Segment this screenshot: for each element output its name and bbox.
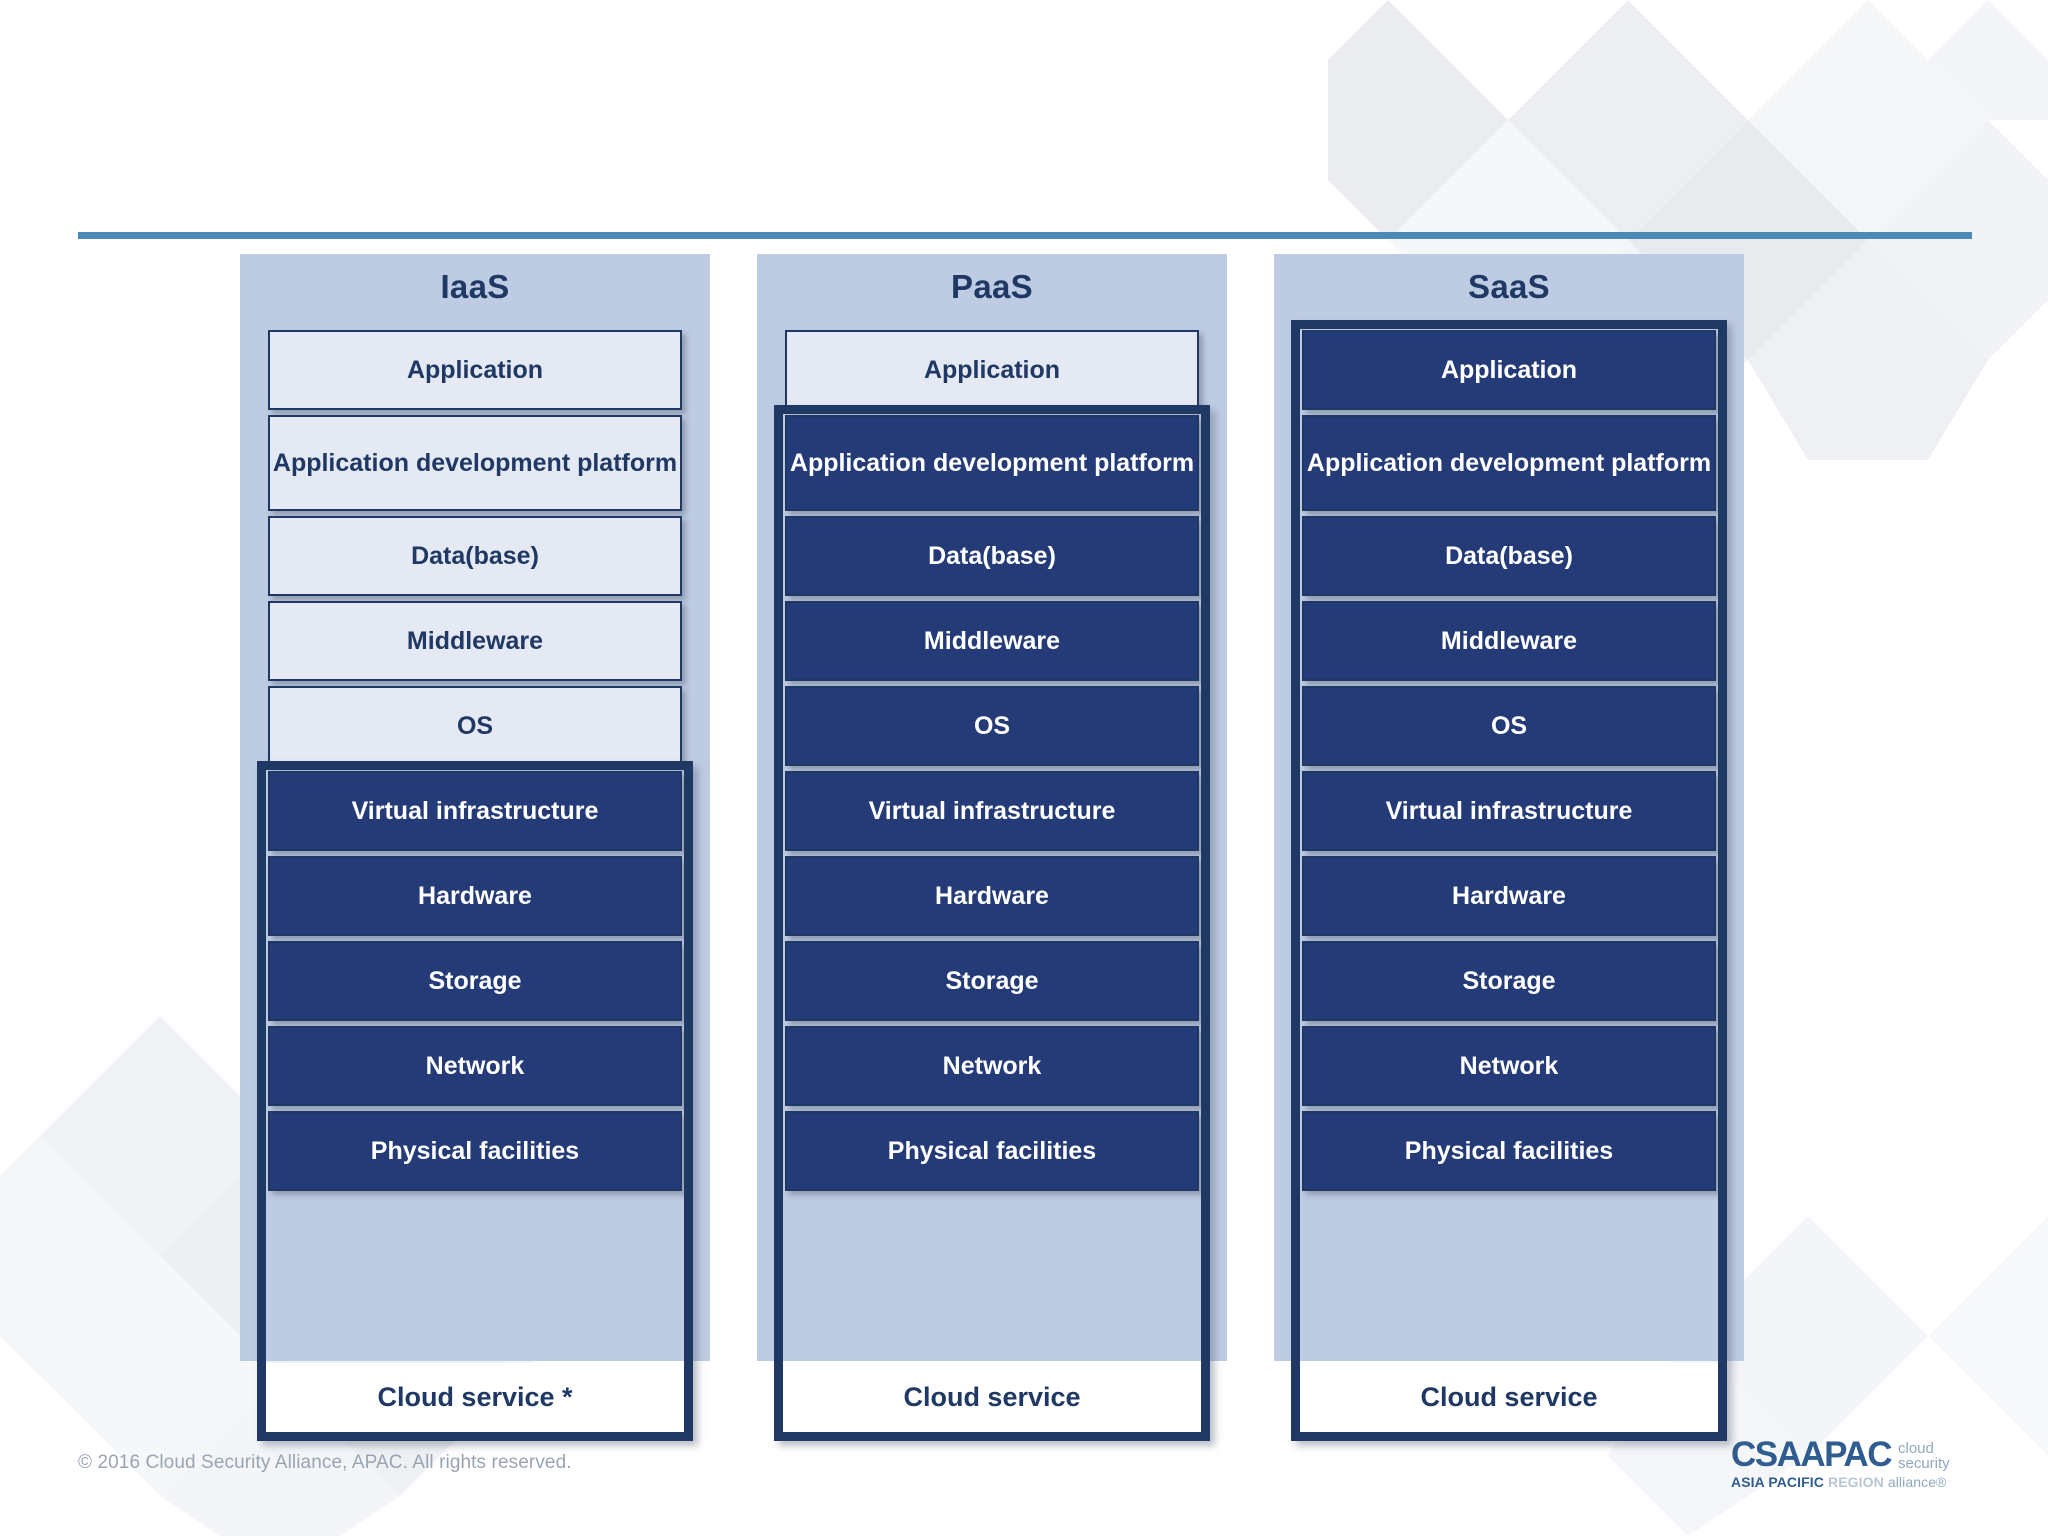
cloud-service-band: Cloud service bbox=[1300, 1363, 1718, 1432]
logo-csa-apac-text: CSAAPAC bbox=[1731, 1435, 1892, 1474]
layer-label: OS bbox=[1490, 711, 1528, 740]
layer-label: Hardware bbox=[935, 881, 1049, 910]
logo-region-line: ASIA PACIFIC REGION alliance® bbox=[1731, 1474, 1976, 1490]
layer-box-os: OS bbox=[1302, 686, 1716, 766]
layer-box-virtual-infrastructure: Virtual infrastructure bbox=[1302, 771, 1716, 851]
layer-label: Middleware bbox=[406, 626, 544, 655]
layer-label: Data(base) bbox=[928, 541, 1056, 570]
cloud-service-band: Cloud service * bbox=[266, 1363, 684, 1432]
cloud-service-label: Cloud service bbox=[903, 1382, 1081, 1412]
layer-box-network: Network bbox=[1302, 1026, 1716, 1106]
layer-label: Application development platform bbox=[272, 448, 678, 477]
layer-label: Application development platform bbox=[1306, 448, 1712, 477]
layer-box-storage: Storage bbox=[268, 941, 682, 1021]
layer-box-hardware: Hardware bbox=[268, 856, 682, 936]
layer-label: Hardware bbox=[1452, 881, 1566, 910]
logo-region-asia-pacific: ASIA PACIFIC bbox=[1731, 1473, 1824, 1490]
layer-label: Virtual infrastructure bbox=[868, 796, 1116, 825]
layer-box-middleware: Middleware bbox=[785, 601, 1199, 681]
layer-box-network: Network bbox=[785, 1026, 1199, 1106]
layer-box-virtual-infrastructure: Virtual infrastructure bbox=[785, 771, 1199, 851]
layer-box-virtual-infrastructure: Virtual infrastructure bbox=[268, 771, 682, 851]
layer-box-os: OS bbox=[785, 686, 1199, 766]
layer-box-application-development-platform: Application development platform bbox=[1302, 415, 1716, 511]
layer-label: Application bbox=[406, 355, 544, 384]
layer-box-network: Network bbox=[268, 1026, 682, 1106]
layer-label: Storage bbox=[1462, 966, 1556, 995]
layer-label: Middleware bbox=[923, 626, 1061, 655]
layer-label: Middleware bbox=[1440, 626, 1578, 655]
layer-box-storage: Storage bbox=[785, 941, 1199, 1021]
layer-box-middleware: Middleware bbox=[1302, 601, 1716, 681]
layer-label: Network bbox=[942, 1051, 1042, 1080]
cloud-service-label: Cloud service bbox=[1420, 1382, 1598, 1412]
layer-label: Virtual infrastructure bbox=[351, 796, 599, 825]
layer-box-application-development-platform: Application development platform bbox=[268, 415, 682, 511]
layer-box-physical-facilities: Physical facilities bbox=[268, 1111, 682, 1191]
layer-box-data-base: Data(base) bbox=[1302, 516, 1716, 596]
layer-label: Physical facilities bbox=[1404, 1136, 1614, 1165]
layer-label: Data(base) bbox=[1445, 541, 1573, 570]
layer-label: Application bbox=[923, 355, 1061, 384]
logo-region-alliance: alliance® bbox=[1887, 1473, 1947, 1490]
layer-box-os: OS bbox=[268, 686, 682, 766]
logo-word-security: security bbox=[1897, 1455, 1950, 1473]
layer-box-data-base: Data(base) bbox=[785, 516, 1199, 596]
logo-tagline: cloud security bbox=[1898, 1441, 1950, 1472]
layer-label: Storage bbox=[428, 966, 522, 995]
layer-box-application: Application bbox=[785, 330, 1199, 410]
cloud-service-band: Cloud service bbox=[783, 1363, 1201, 1432]
logo-word-cloud: cloud bbox=[1897, 1440, 1934, 1457]
column-title: PaaS bbox=[951, 268, 1033, 305]
column-title: SaaS bbox=[1468, 268, 1550, 305]
layer-label: Network bbox=[1459, 1051, 1559, 1080]
layer-label: Virtual infrastructure bbox=[1385, 796, 1633, 825]
layer-label: Storage bbox=[945, 966, 1039, 995]
layer-box-physical-facilities: Physical facilities bbox=[785, 1111, 1199, 1191]
column-title: IaaS bbox=[440, 268, 510, 305]
layer-label: Network bbox=[425, 1051, 525, 1080]
csa-apac-logo: CSAAPAC cloud security ASIA PACIFIC REGI… bbox=[1731, 1435, 1976, 1490]
layer-box-hardware: Hardware bbox=[1302, 856, 1716, 936]
layer-box-application: Application bbox=[268, 330, 682, 410]
layer-box-middleware: Middleware bbox=[268, 601, 682, 681]
layer-box-data-base: Data(base) bbox=[268, 516, 682, 596]
layer-box-storage: Storage bbox=[1302, 941, 1716, 1021]
layer-label: OS bbox=[973, 711, 1011, 740]
copyright-notice: © 2016 Cloud Security Alliance, APAC. Al… bbox=[78, 1452, 572, 1473]
header-rule bbox=[78, 232, 1972, 239]
layer-label: Data(base) bbox=[411, 541, 539, 570]
layer-box-application: Application bbox=[1302, 330, 1716, 410]
logo-region-region: REGION bbox=[1827, 1473, 1884, 1490]
layer-label: Application development platform bbox=[789, 448, 1195, 477]
layer-box-hardware: Hardware bbox=[785, 856, 1199, 936]
layer-label: Application bbox=[1440, 355, 1578, 384]
layer-label: Hardware bbox=[418, 881, 532, 910]
cloud-service-label: Cloud service * bbox=[377, 1382, 573, 1412]
layer-label: Physical facilities bbox=[370, 1136, 580, 1165]
layer-label: Physical facilities bbox=[887, 1136, 1097, 1165]
layer-box-physical-facilities: Physical facilities bbox=[1302, 1111, 1716, 1191]
layer-box-application-development-platform: Application development platform bbox=[785, 415, 1199, 511]
layer-label: OS bbox=[456, 711, 494, 740]
